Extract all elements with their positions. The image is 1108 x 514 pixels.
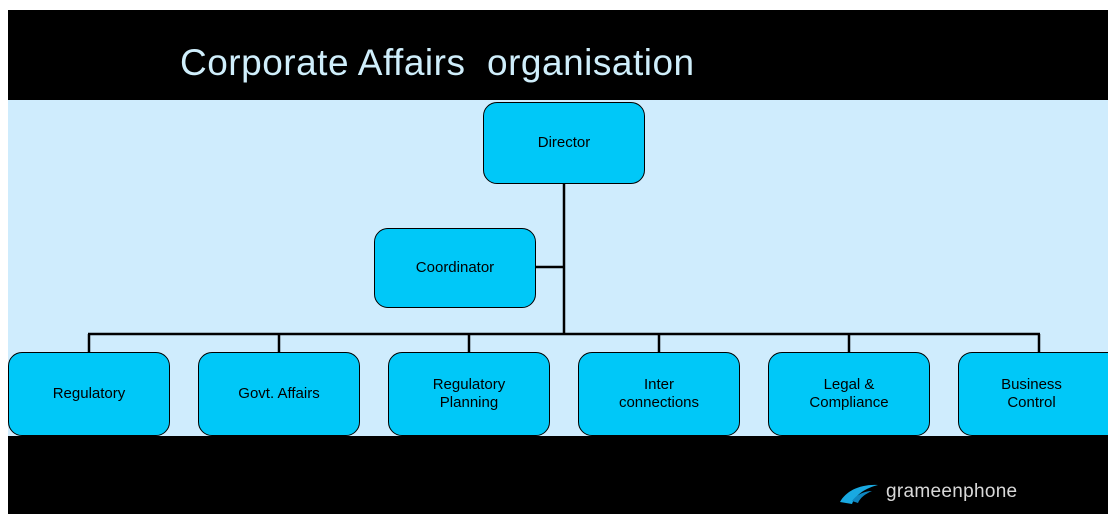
coordinator-label: Coordinator: [415, 259, 495, 276]
slide-title: Corporate Affairs organisation: [180, 42, 695, 83]
department-box-legal-compliance: Legal & Compliance: [768, 352, 930, 436]
director-label: Director: [537, 134, 591, 151]
slide: Corporate Affairs organisation Director …: [8, 10, 1108, 514]
department-box-regulatory-planning: Regulatory Planning: [388, 352, 550, 436]
department-label: Regulatory: [52, 385, 126, 402]
grameenphone-logo: grameenphone: [838, 478, 1017, 506]
director-box: Director: [483, 102, 645, 184]
department-box-business-control: Business Control: [958, 352, 1108, 436]
title-band: Corporate Affairs organisation: [8, 10, 1108, 100]
department-box-regulatory: Regulatory: [8, 352, 170, 436]
department-box-govt-affairs: Govt. Affairs: [198, 352, 360, 436]
department-label: Business Control: [1001, 376, 1062, 411]
logo-text: grameenphone: [886, 481, 1018, 502]
grameenphone-telenor-logo-icon: [840, 484, 878, 504]
footer-band: [8, 436, 1108, 514]
department-box-interconnections: Inter connections: [578, 352, 740, 436]
department-label: Inter connections: [618, 376, 700, 411]
org-chart-connectors: [87, 184, 1041, 352]
department-label: Legal & Compliance: [809, 376, 889, 411]
department-label: Govt. Affairs: [238, 385, 320, 402]
department-label: Regulatory Planning: [432, 376, 506, 411]
coordinator-box: Coordinator: [374, 228, 536, 308]
